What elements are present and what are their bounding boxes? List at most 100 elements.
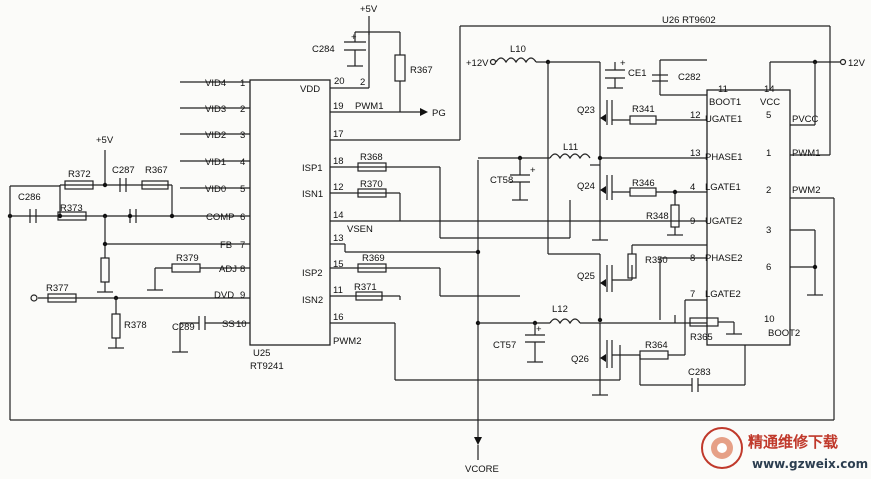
r348-label: R348 — [646, 211, 669, 222]
r341-label: R341 — [632, 104, 655, 115]
u26-pin-vcc: VCC — [760, 97, 780, 108]
q25-mosfet: Q25 — [548, 253, 632, 320]
u25-part: RT9241 — [250, 361, 284, 372]
u25-label-vsen: VSEN — [347, 224, 373, 235]
u25-pin-num: 6 — [240, 212, 245, 223]
u25-pin-num: 16 — [333, 312, 344, 323]
u26-pin-phase2: PHASE2 — [705, 253, 743, 264]
u26-pin-num: 8 — [690, 253, 695, 264]
u26-pin-num: 1 — [766, 148, 771, 159]
u26-pin-boot2: BOOT2 — [768, 328, 800, 339]
q23-label: Q23 — [577, 105, 595, 116]
watermark-logo-icon — [701, 427, 743, 469]
vcore-label: VCORE — [465, 464, 499, 475]
watermark-cn: 精通维修下载 — [748, 433, 838, 451]
vcc-12v-terminal[interactable] — [839, 58, 847, 66]
u26-pin-num: 5 — [766, 110, 771, 121]
q25-label: Q25 — [577, 271, 595, 282]
u25-pin-ss: SS — [222, 319, 235, 330]
r370-label: R370 — [360, 179, 383, 190]
c289-label: C289 — [172, 322, 195, 333]
fb-resistor-body — [100, 257, 110, 283]
u25-ref: U25 — [253, 348, 270, 359]
u25-pin-num: 11 — [333, 285, 343, 296]
l12-coil — [549, 318, 581, 325]
u25-pin-num: 9 — [240, 290, 245, 301]
u25-pin-num: 10 — [236, 319, 247, 330]
r372-label: R372 — [68, 169, 91, 180]
l10-coil — [495, 57, 537, 64]
r371-body — [355, 291, 383, 301]
input-12v-terminal[interactable] — [489, 58, 497, 66]
comp-fb-network: +5V R372 C287 R367 C286 R373 — [7, 135, 175, 420]
u25-pin-num: 5 — [240, 184, 245, 195]
u25-pin-isn2: ISN2 — [302, 295, 323, 306]
u26-pin-num: 7 — [690, 289, 695, 300]
c287-label: C287 — [112, 165, 135, 176]
u25-right-pins: VDD 20 PWM1 19 17 ISP1 18 ISN1 12 14 VSE… — [300, 76, 460, 347]
r370-body — [357, 188, 387, 198]
u25-pin-num: 15 — [333, 259, 344, 270]
l11-coil — [549, 153, 591, 160]
dvd-input-terminal[interactable] — [30, 294, 38, 302]
watermark-logo-center — [717, 443, 727, 453]
l12-label: L12 — [552, 304, 568, 315]
r365-body — [689, 317, 719, 327]
c284-plus: + — [351, 32, 357, 43]
u26-pin-num: 11 — [718, 84, 728, 95]
q24-mosfet: Q24 — [577, 165, 630, 241]
u25-pin-vdd: VDD — [300, 84, 320, 95]
u25-left-pins: VID4 1 VID3 2 VID2 3 VID1 4 VID0 5 COMP … — [38, 78, 250, 330]
c283-boot: C283 — [639, 345, 746, 392]
u26-pin-num: 4 — [690, 182, 695, 193]
c282-label: C282 — [678, 72, 701, 83]
q24-label: Q24 — [577, 181, 595, 192]
u25-pin-vid3: VID3 — [205, 104, 226, 115]
u26-pin-boot1: BOOT1 — [709, 97, 741, 108]
r341-body — [629, 115, 657, 125]
r378-label: R378 — [124, 320, 147, 331]
r371-label: R371 — [354, 282, 377, 293]
rail-12v-right: 12V — [848, 58, 866, 69]
q26-label: Q26 — [571, 354, 589, 365]
c282-boot: C282 — [652, 59, 707, 96]
u26-pin-pwm1: PWM1 — [792, 148, 821, 159]
l11-label: L11 — [563, 142, 578, 153]
u25-pin-adj: ADJ — [219, 264, 237, 275]
u25-pin-vid0: VID0 — [205, 184, 226, 195]
u25-pin-num: 3 — [240, 130, 245, 141]
u26-pin-num: 9 — [690, 216, 695, 227]
u25-pin-num: 8 — [240, 264, 245, 275]
r365-label: R365 — [690, 332, 713, 343]
pg-label: PG — [432, 108, 446, 119]
u26-pin-num: 6 — [766, 262, 771, 273]
r379-body — [171, 263, 201, 273]
u26-pin-pvcc: PVCC — [792, 114, 819, 125]
u25-body — [249, 79, 331, 346]
u25-pin-num: 12 — [333, 182, 344, 193]
u25-pin-num: 14 — [333, 210, 344, 221]
u26-pin-num: 13 — [690, 148, 701, 159]
ct58-plus: + — [530, 165, 536, 176]
r364-body — [639, 350, 669, 360]
u25-pin-isn1: ISN1 — [302, 189, 323, 200]
u26-header: U26 RT9602 — [662, 15, 716, 26]
r373-label: R373 — [60, 203, 83, 214]
r346-label: R346 — [632, 178, 655, 189]
u26-pin-ugate1: UGATE1 — [705, 114, 742, 125]
ce1-label: CE1 — [628, 68, 646, 79]
u26-pin-phase1: PHASE1 — [705, 152, 743, 163]
r367-left-label: R367 — [145, 165, 168, 176]
l10-label: L10 — [510, 44, 526, 55]
u25-pin-num: 20 — [334, 76, 345, 87]
u25-pin-vid2: VID2 — [205, 130, 226, 141]
vcc-12v-rail: 12V — [770, 58, 866, 125]
c286-label: C286 — [18, 192, 41, 203]
c283-label: C283 — [688, 367, 711, 378]
vcore-arrow-icon — [474, 437, 482, 445]
u25-pin-num: 2 — [240, 104, 245, 115]
r364-label: R364 — [645, 340, 668, 351]
q26-mosfet: Q26 — [571, 323, 640, 396]
